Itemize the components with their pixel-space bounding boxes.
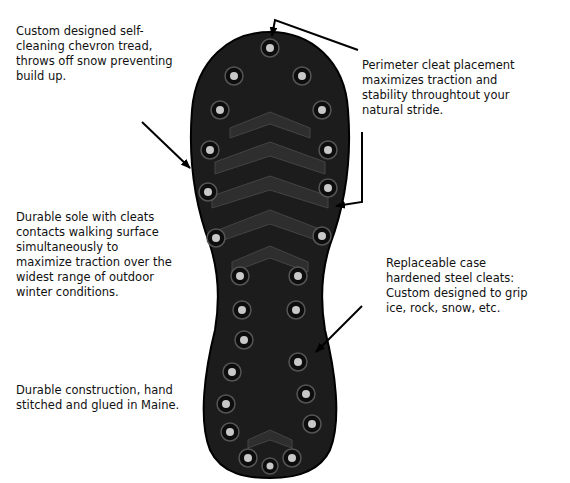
sole-outline xyxy=(191,32,349,478)
steel-cleats xyxy=(199,39,337,474)
chevron-tread xyxy=(212,112,328,448)
leader-lines xyxy=(142,20,362,352)
callout-note: Perimeter cleat placement maximizes trac… xyxy=(362,58,542,118)
callout-note: Durable construction, hand stitched and … xyxy=(16,383,181,413)
callout-note: Durable sole with cleats contacts walkin… xyxy=(16,210,176,300)
callout-note: Custom designed self-cleaning chevron tr… xyxy=(16,24,181,84)
callout-note: Replaceable case hardened steel cleats: … xyxy=(386,256,536,316)
